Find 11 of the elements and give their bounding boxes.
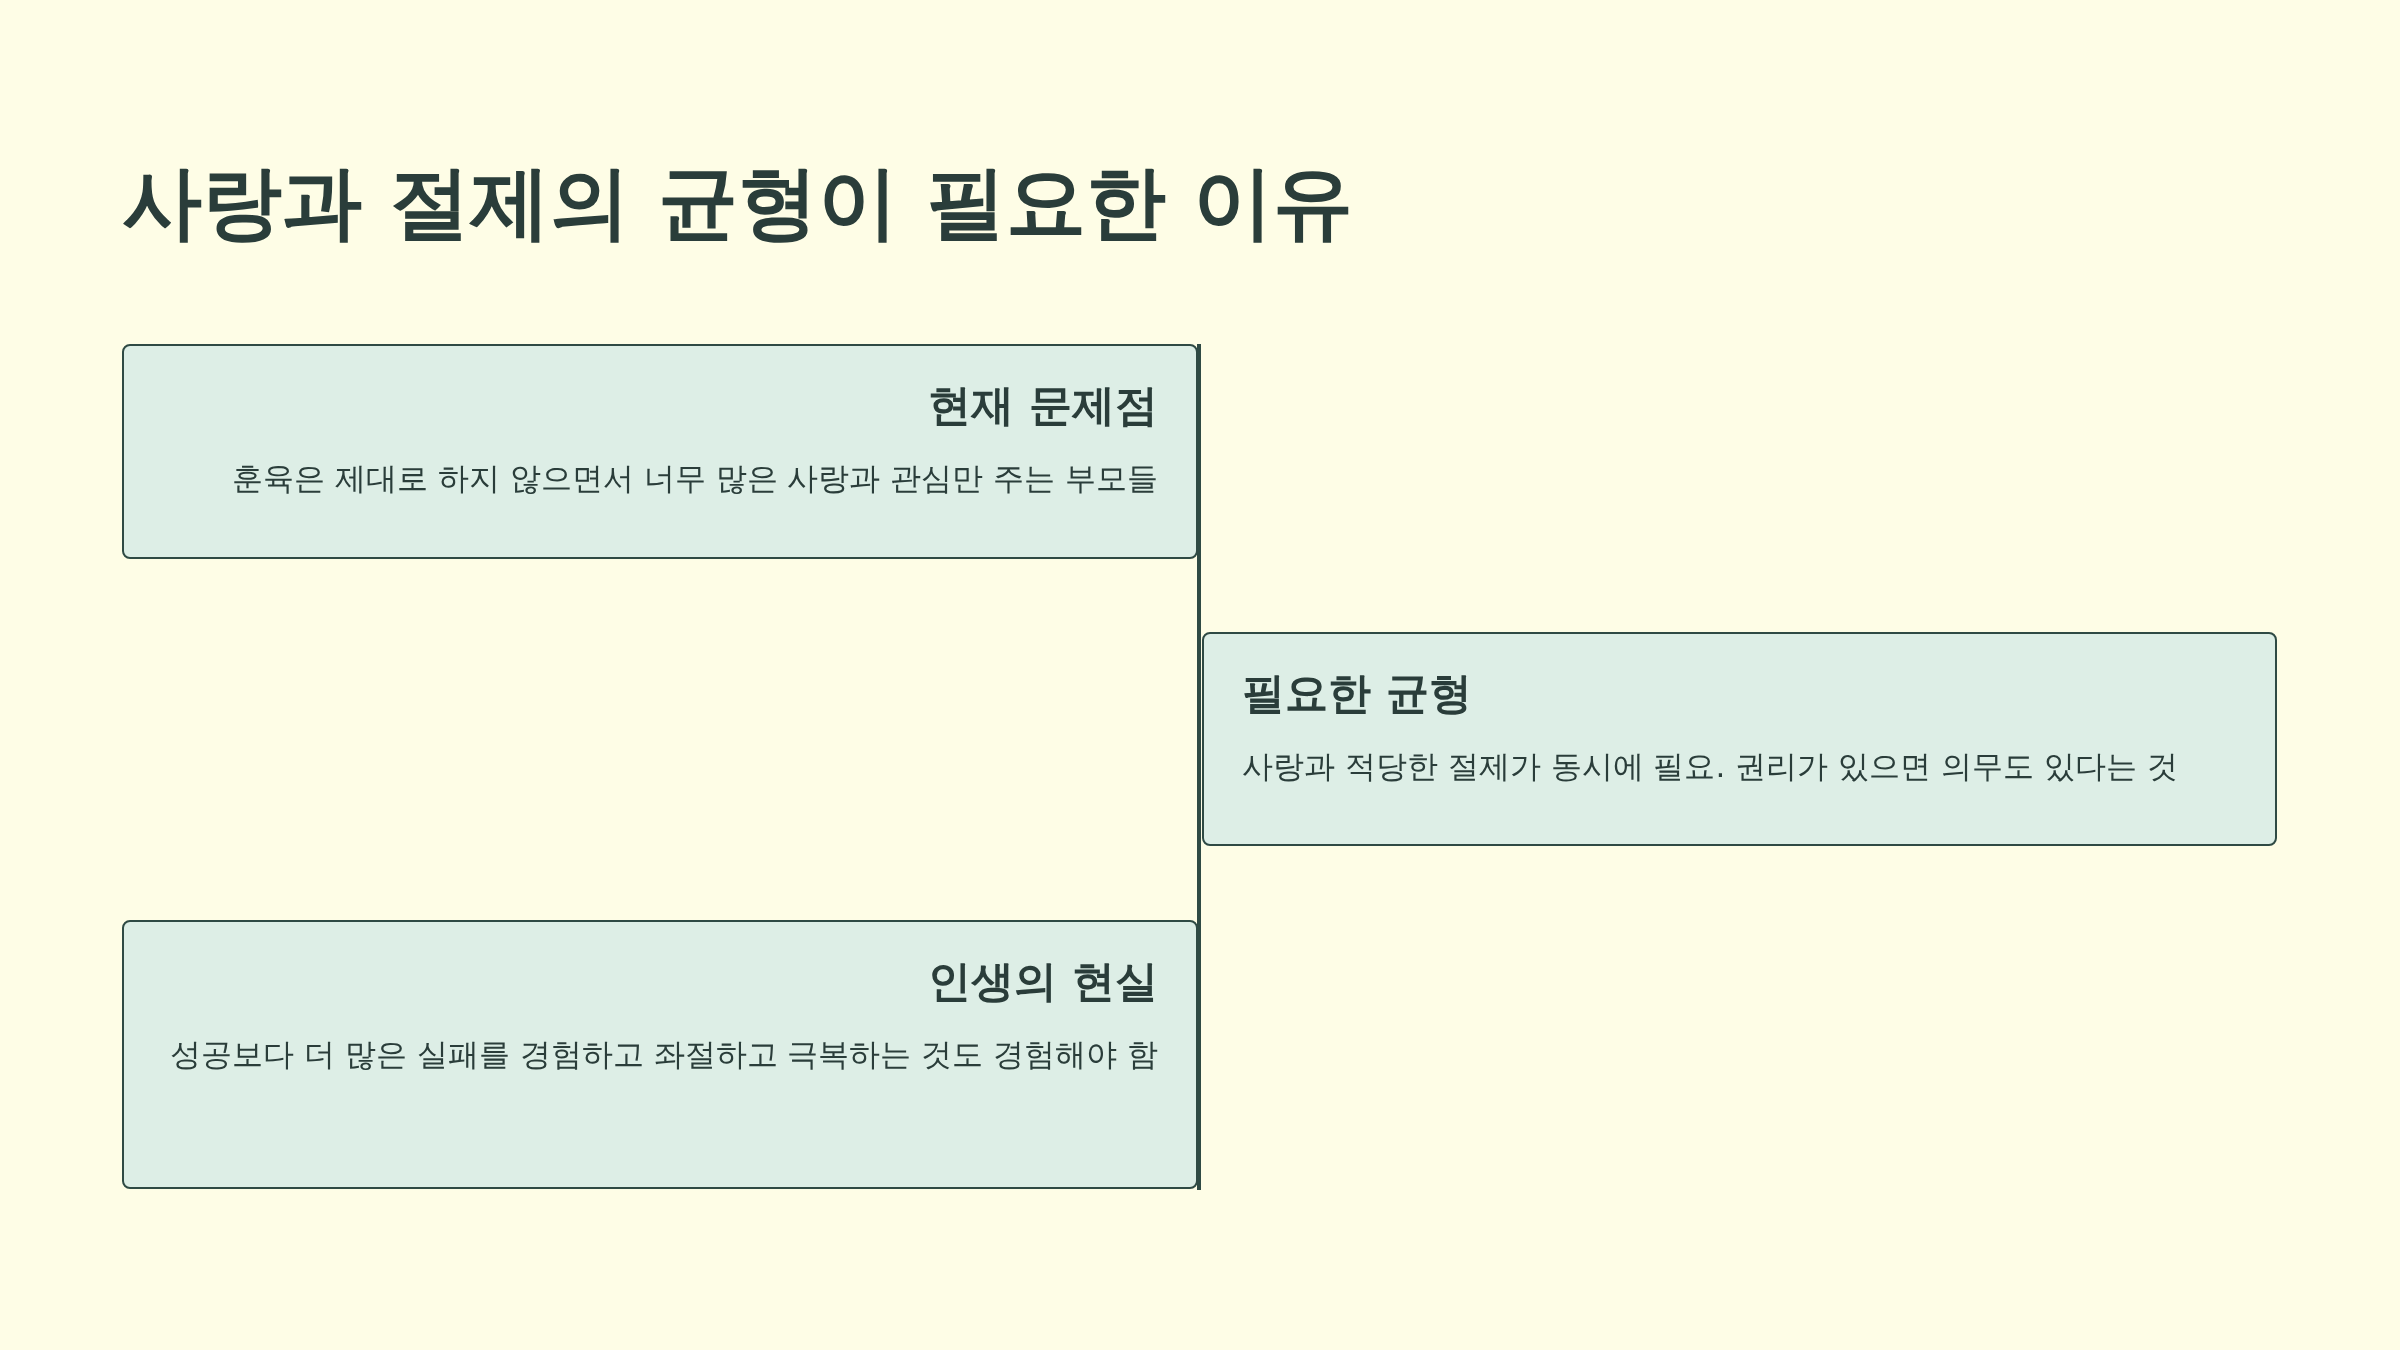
timeline-bar	[1197, 344, 1201, 1190]
card-text: 성공보다 더 많은 실패를 경험하고 좌절하고 극복하는 것도 경험해야 함	[169, 1034, 1158, 1074]
card-heading: 인생의 현실	[927, 956, 1158, 1008]
timeline-card	[122, 920, 1198, 1189]
card-heading: 필요한 균형	[1242, 668, 1473, 720]
title: 사랑과 절제의 균형이 필요한 이유	[122, 155, 1354, 251]
card-text: 사랑과 적당한 절제가 동시에 필요. 권리가 있으면 의무도 있다는 것	[1242, 746, 2179, 786]
card-text: 훈육은 제대로 하지 않으면서 너무 많은 사랑과 관심만 주는 부모들	[231, 458, 1158, 498]
timeline-card	[122, 344, 1198, 559]
card-heading: 현재 문제점	[927, 380, 1158, 432]
timeline-card	[1202, 632, 2277, 846]
